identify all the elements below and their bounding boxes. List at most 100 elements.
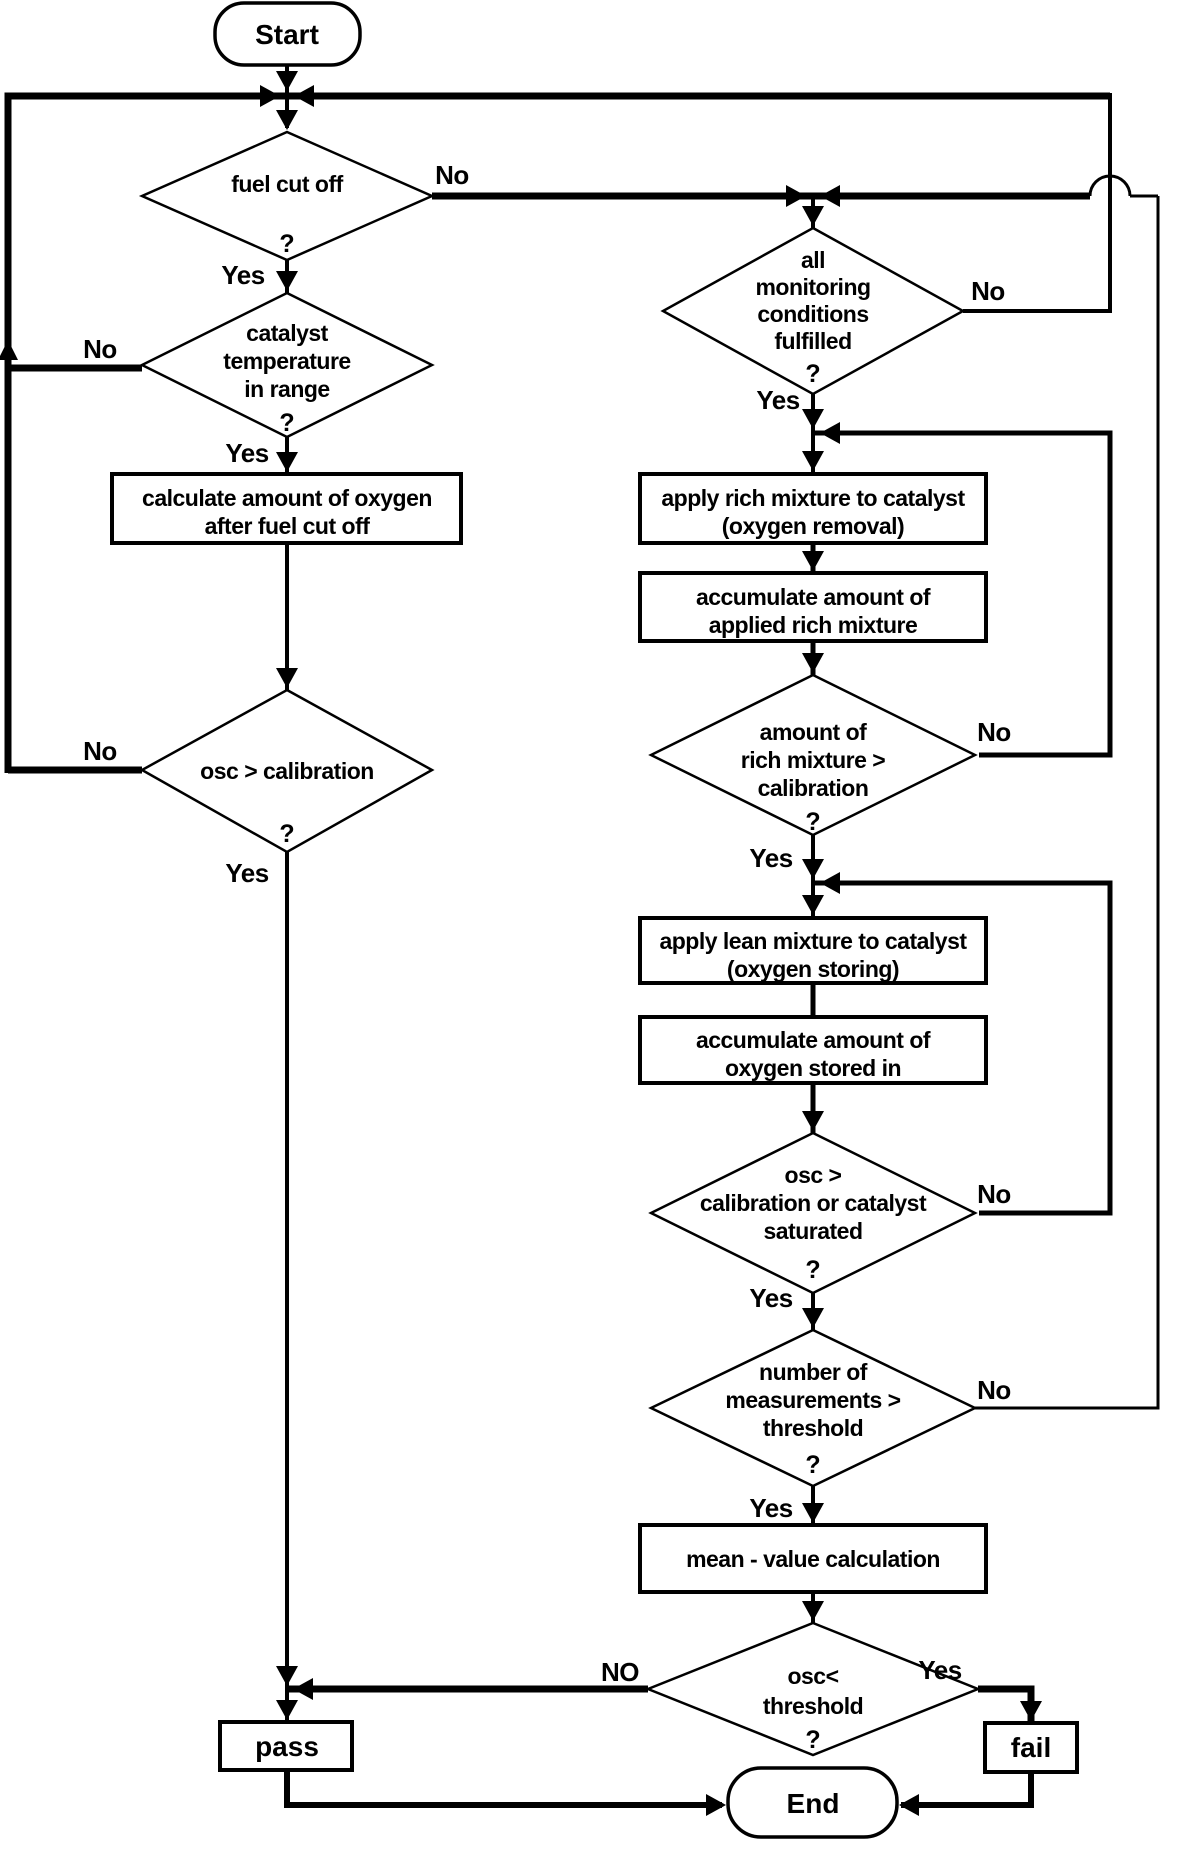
start-label: Start <box>255 19 319 50</box>
edge-fail-to-end <box>901 1772 1034 1808</box>
arrowhead <box>820 422 840 444</box>
label-monitoring-yes: Yes <box>756 385 799 415</box>
end-label: End <box>787 1788 840 1819</box>
question-mark: ? <box>805 360 820 388</box>
mean-value-process: mean - value calculation <box>638 1523 988 1594</box>
arrowhead <box>1020 1701 1042 1721</box>
edge-measurements-no-return <box>975 196 1160 1410</box>
arrowhead <box>786 185 806 207</box>
arrowhead <box>0 340 18 360</box>
arrowhead <box>260 85 280 107</box>
mean-value-label: mean - value calculation <box>686 1546 940 1572</box>
question-mark: ? <box>279 409 294 437</box>
label-measurements-no: No <box>977 1375 1011 1405</box>
monitoring-line4: fulfilled <box>774 328 851 354</box>
saturated-line2: calibration or catalyst <box>700 1190 927 1216</box>
apply-rich-line2: (oxygen removal) <box>722 513 904 539</box>
question-mark: ? <box>805 1726 820 1754</box>
monitoring-line2: monitoring <box>755 274 870 300</box>
arrowhead <box>276 110 298 130</box>
threshold-line1: osc< <box>787 1663 838 1689</box>
label-saturated-no: No <box>977 1179 1011 1209</box>
arrowhead <box>802 551 824 571</box>
saturated-line3: saturated <box>763 1218 862 1244</box>
accumulate-oxygen-process: accumulate amount of oxygen stored in <box>638 1015 988 1085</box>
arrowhead <box>802 895 824 915</box>
measurements-line1: number of <box>759 1359 868 1385</box>
label-osc-yes: Yes <box>225 858 268 888</box>
osc-or-saturated-decision: osc > calibration or catalyst saturated … <box>648 1131 978 1295</box>
rich-gt-calibration-decision: amount of rich mixture > calibration ? <box>648 673 978 837</box>
label-saturated-yes: Yes <box>749 1283 792 1313</box>
osc-lt-threshold-decision: osc< threshold ? <box>644 1621 982 1757</box>
question-mark: ? <box>279 230 294 258</box>
arrowhead <box>802 859 824 879</box>
rich-gt-line1: amount of <box>760 719 867 745</box>
arrowhead <box>276 1666 298 1686</box>
label-rich-yes: Yes <box>749 843 792 873</box>
label-monitoring-no: No <box>971 276 1005 306</box>
threshold-line2: threshold <box>763 1693 863 1719</box>
question-mark: ? <box>805 1451 820 1479</box>
arrowhead <box>276 1700 298 1720</box>
calculate-oxygen-process: calculate amount of oxygen after fuel cu… <box>110 472 463 545</box>
arrowhead <box>706 1794 726 1816</box>
arrowhead <box>802 1308 824 1328</box>
nodes: Start fuel cut off ? catalyst temperatur… <box>110 1 1079 1839</box>
label-threshold-yes: Yes <box>918 1655 961 1685</box>
arrowhead <box>820 872 840 894</box>
arrowhead <box>276 71 298 91</box>
fail-label: fail <box>1011 1732 1051 1763</box>
apply-rich-line1: apply rich mixture to catalyst <box>661 485 965 511</box>
osc-calibration-label: osc > calibration <box>200 758 374 784</box>
rich-gt-line2: rich mixture > <box>741 747 886 773</box>
question-mark: ? <box>805 808 820 836</box>
accumulate-rich-line1: accumulate amount of <box>696 584 931 610</box>
arrowhead <box>802 653 824 673</box>
apply-lean-line1: apply lean mixture to catalyst <box>659 928 967 954</box>
arrowhead <box>276 452 298 472</box>
monitoring-conditions-decision: all monitoring conditions fulfilled ? <box>660 226 966 396</box>
arrowhead <box>293 1678 313 1700</box>
pass-process: pass <box>218 1720 354 1772</box>
monitoring-line3: conditions <box>757 301 868 327</box>
edge-monitoring-no-return <box>963 93 1112 313</box>
catalyst-temperature-line2: temperature <box>223 348 350 374</box>
question-mark: ? <box>279 820 294 848</box>
fuel-cut-off-decision: fuel cut off ? <box>138 130 436 262</box>
label-catalyst-yes: Yes <box>225 438 268 468</box>
label-fuel-yes: Yes <box>221 260 264 290</box>
edge-left-loop-top-line <box>4 92 1110 773</box>
branch-labels: No Yes No Yes No Yes No Yes No Yes No Ye… <box>83 160 1011 1687</box>
label-catalyst-no: No <box>83 334 117 364</box>
edge-saturated-no-return <box>813 880 1113 1216</box>
measurements-line2: measurements > <box>725 1387 900 1413</box>
fuel-cut-off-label: fuel cut off <box>231 171 343 197</box>
pass-label: pass <box>255 1731 319 1762</box>
arrowhead <box>276 271 298 291</box>
arrowhead <box>899 1794 919 1816</box>
osc-calibration-decision: osc > calibration ? <box>139 688 435 854</box>
measurements-line3: threshold <box>763 1415 863 1441</box>
end-terminal: End <box>726 1766 899 1839</box>
saturated-line1: osc > <box>785 1162 842 1188</box>
rich-gt-line3: calibration <box>758 775 869 801</box>
apply-lean-line2: (oxygen storing) <box>727 956 899 982</box>
apply-lean-process: apply lean mixture to catalyst (oxygen s… <box>638 916 988 985</box>
arrowhead <box>802 1111 824 1131</box>
arrowhead <box>802 451 824 471</box>
apply-rich-process: apply rich mixture to catalyst (oxygen r… <box>638 472 988 545</box>
edge-pass-to-end <box>284 1770 722 1808</box>
label-fuel-no: No <box>435 160 469 190</box>
arrowhead <box>294 85 314 107</box>
arrowhead <box>802 206 824 226</box>
catalyst-temperature-decision: catalyst temperature in range ? <box>139 291 435 439</box>
measurements-threshold-decision: number of measurements > threshold ? <box>648 1328 978 1488</box>
calculate-oxygen-line2: after fuel cut off <box>205 513 371 539</box>
arrowhead <box>802 409 824 429</box>
catalyst-temperature-line3: in range <box>244 376 329 402</box>
label-measurements-yes: Yes <box>749 1493 792 1523</box>
calculate-oxygen-line1: calculate amount of oxygen <box>142 485 432 511</box>
